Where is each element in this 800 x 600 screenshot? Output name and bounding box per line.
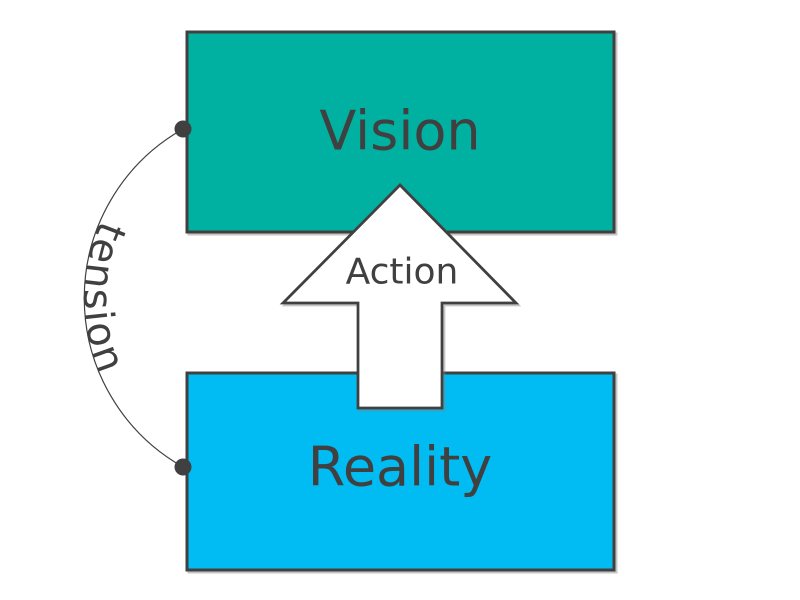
vision-label: Vision	[319, 100, 480, 163]
tension-label: tension	[74, 216, 134, 380]
tension-edge-curve	[83, 128, 184, 468]
tension-endpoint-dot-top	[174, 120, 192, 138]
tension-endpoint-dot-bottom	[174, 458, 192, 476]
action-up-arrow-icon	[279, 183, 520, 410]
action-label: Action	[346, 252, 459, 293]
reality-label: Reality	[308, 436, 493, 499]
